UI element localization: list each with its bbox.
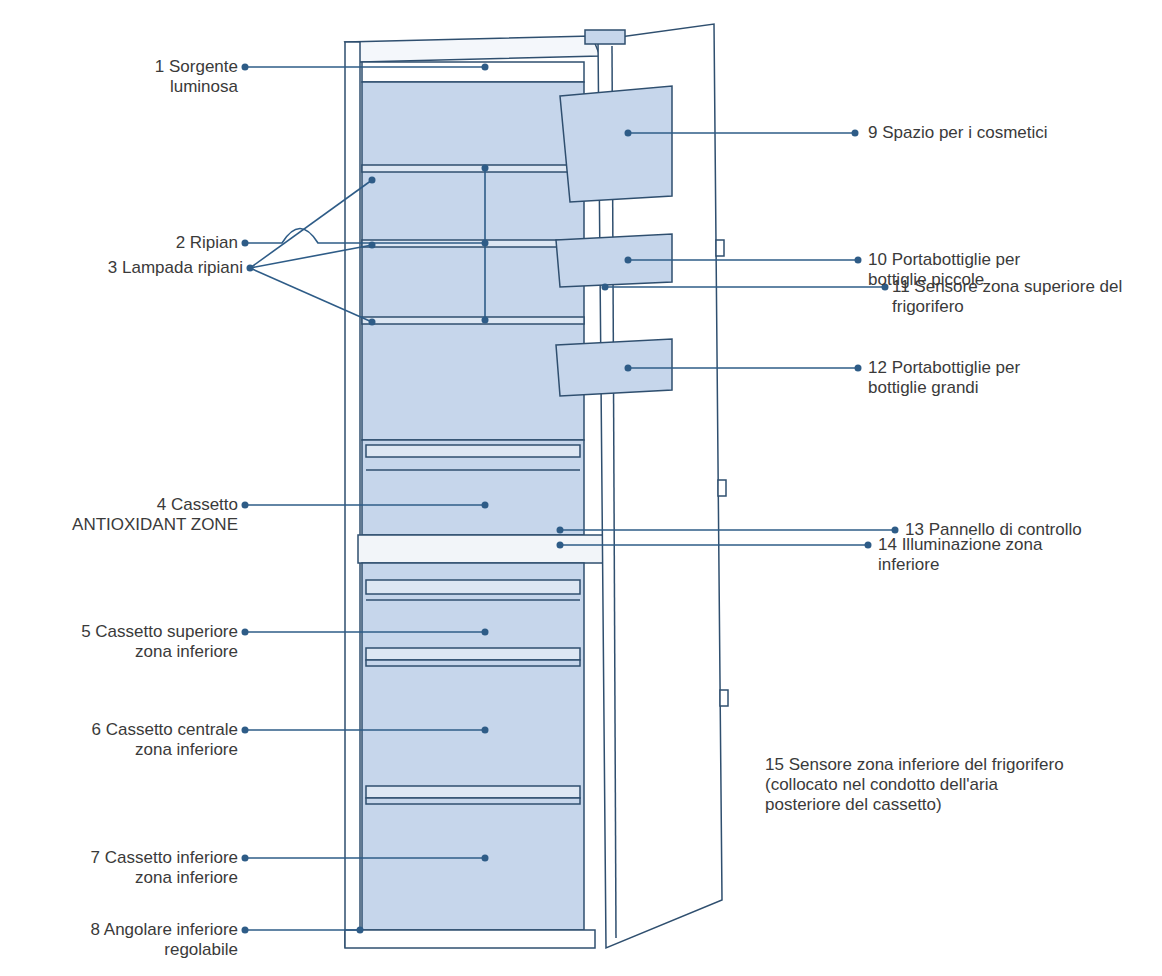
- leader-dots-shape: [242, 240, 249, 247]
- fridge-cabinet: [345, 36, 605, 948]
- leader-dots-shape: [482, 502, 489, 509]
- callout-label: 14 Illuminazione zona inferiore: [878, 535, 1068, 575]
- leader-dots-shape: [242, 502, 249, 509]
- leader-lines-shape: [628, 132, 855, 134]
- leader-dots-shape: [482, 317, 489, 324]
- fridge-door-shape: [585, 30, 625, 44]
- callout-label: 2 Ripian: [118, 233, 238, 253]
- leader-dots-shape: [557, 527, 564, 534]
- callout-label: 12 Portabottiglie per bottiglie grandi: [868, 358, 1058, 398]
- fridge-door-shape: [560, 86, 672, 202]
- leader-lines-shape: [245, 229, 485, 244]
- callout-label: 7 Cassetto inferiore zona inferiore: [63, 848, 238, 888]
- callout-label: 1 Sorgente luminosa: [128, 57, 238, 97]
- leader-dots-shape: [852, 130, 859, 137]
- fridge-cabinet-shape: [366, 786, 580, 798]
- callout-label: 5 Cassetto superiore zona inferiore: [63, 622, 238, 662]
- fridge-cabinet-shape: [366, 599, 580, 601]
- callout-label: 8 Angolare inferiore regolabile: [63, 920, 238, 960]
- leader-dots-shape: [482, 165, 489, 172]
- leader-lines-shape: [560, 529, 895, 531]
- callout-label: 3 Lampada ripiani: [73, 258, 243, 278]
- callout-label: 15 Sensore zona inferiore del frigorifer…: [765, 755, 1065, 815]
- leader-dots-shape: [242, 64, 249, 71]
- callout-label: 4 Cassetto ANTIOXIDANT ZONE: [68, 495, 238, 535]
- fridge-door: [556, 24, 728, 948]
- leader-lines-shape: [250, 268, 372, 322]
- leader-dots-shape: [482, 240, 489, 247]
- leader-dots-shape: [865, 542, 872, 549]
- leader-lines-shape: [245, 504, 485, 506]
- leader-dots-shape: [357, 927, 364, 934]
- fridge-cabinet-shape: [362, 440, 584, 535]
- fridge-cabinet-shape: [362, 165, 584, 172]
- leader-dots-shape: [625, 365, 632, 372]
- fridge-door-shape: [720, 690, 728, 706]
- leader-dots-shape: [482, 855, 489, 862]
- fridge-cabinet-shape: [366, 580, 580, 594]
- fridge-cabinet-shape: [345, 36, 600, 62]
- leader-dots-shape: [482, 64, 489, 71]
- leader-lines-shape: [245, 729, 485, 731]
- leader-dots-shape: [242, 855, 249, 862]
- fridge-cabinet-shape: [366, 445, 580, 457]
- fridge-cabinet-shape: [362, 62, 584, 82]
- callout-label: 6 Cassetto centrale zona inferiore: [63, 720, 238, 760]
- fridge-cabinet-shape: [366, 469, 580, 471]
- leader-dots-shape: [242, 629, 249, 636]
- leader-dots-shape: [242, 727, 249, 734]
- leader-lines-shape: [250, 245, 372, 268]
- leader-lines-shape: [560, 544, 868, 546]
- leader-lines-shape: [245, 929, 360, 931]
- fridge-cabinet-shape: [366, 660, 580, 666]
- leader-dots-shape: [369, 242, 376, 249]
- leader-dots-shape: [855, 257, 862, 264]
- fridge-cabinet-shape: [362, 317, 584, 324]
- leader-lines-shape: [605, 286, 885, 288]
- leader-dots-shape: [369, 177, 376, 184]
- leader-dots-shape: [892, 527, 899, 534]
- leader-lines-shape: [245, 66, 485, 68]
- fridge-cabinet-shape: [345, 930, 595, 948]
- leader-dots-shape: [625, 130, 632, 137]
- leader-dots-shape: [625, 257, 632, 264]
- leader-lines-shape: [628, 367, 858, 369]
- fridge-door-shape: [718, 480, 726, 496]
- leader-dots-shape: [369, 319, 376, 326]
- fridge-cabinet-shape: [366, 798, 580, 804]
- leader-lines-shape: [245, 857, 485, 859]
- leader-lines-shape: [245, 631, 485, 633]
- leader-lines-shape: [628, 259, 858, 261]
- callout-label: 11 Sensore zona superiore del frigorifer…: [892, 277, 1152, 317]
- fridge-cabinet-shape: [358, 535, 605, 563]
- fridge-cabinet-shape: [345, 42, 360, 947]
- leader-dots-shape: [482, 727, 489, 734]
- fridge-cabinet-shape: [362, 82, 584, 440]
- fridge-cabinet-shape: [362, 563, 584, 930]
- leader-dots-shape: [242, 927, 249, 934]
- fridge-door-shape: [716, 240, 724, 256]
- leader-dots-shape: [855, 365, 862, 372]
- leader-lines-shape: [250, 180, 372, 268]
- fridge-cabinet-shape: [366, 648, 580, 660]
- leader-dots-shape: [247, 265, 254, 272]
- leader-dots-shape: [557, 542, 564, 549]
- leader-dots-shape: [482, 629, 489, 636]
- leader-dots-shape: [602, 284, 609, 291]
- callout-label: 9 Spazio per i cosmetici: [868, 123, 1153, 143]
